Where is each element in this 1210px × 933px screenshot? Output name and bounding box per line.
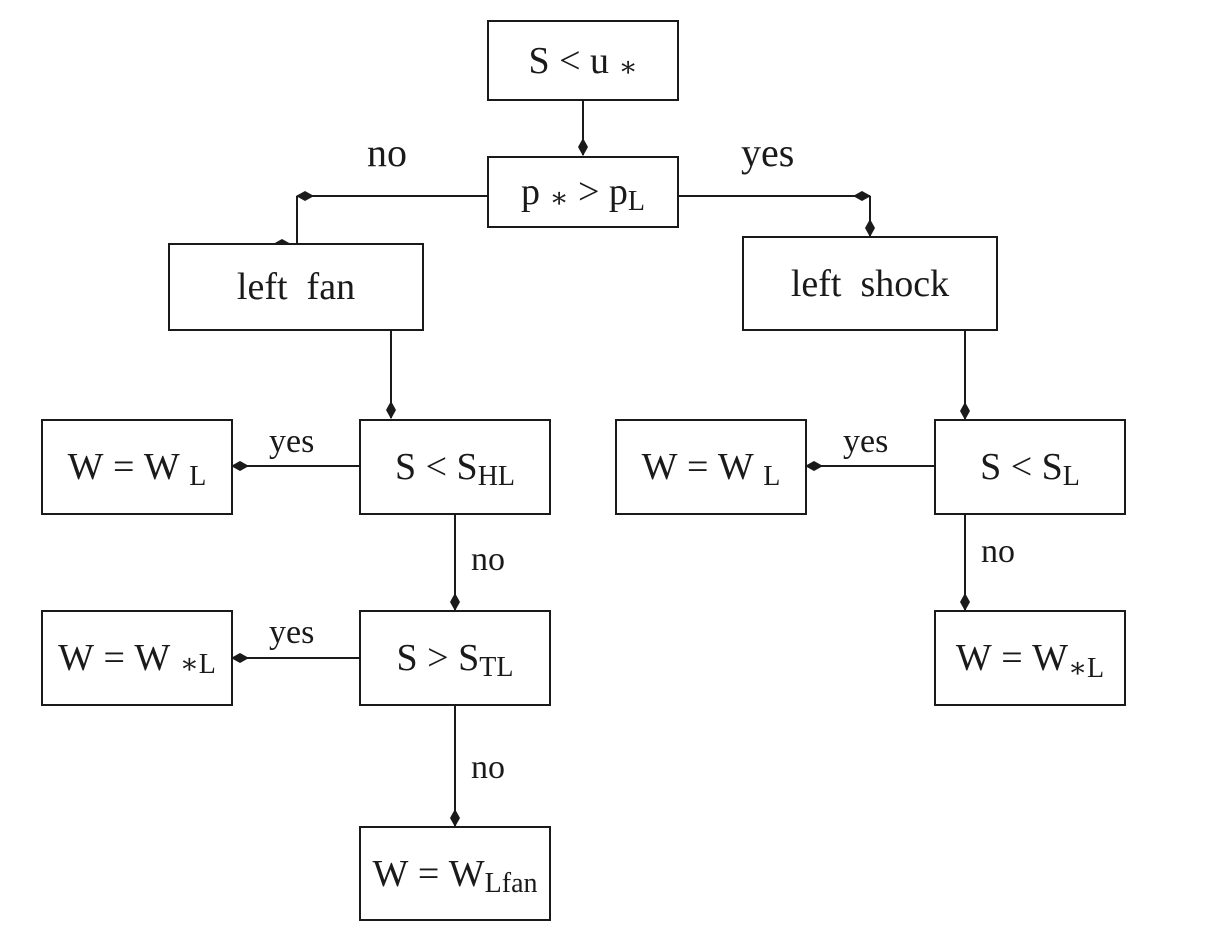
wstarl-fan-sub: ∗L [179,649,216,680]
wl-shock-lhs: W [641,446,678,488]
wstarl-fan-rhs: W [134,637,171,679]
wstarl-shock-lhs: W [955,637,992,679]
node-w-wstarl-fan: W = W ∗L [41,610,233,706]
sl-rhs: S [1041,446,1063,488]
node-w-wl-shock: W = W L [615,419,807,515]
wlfan-sub: Lfan [484,867,538,899]
edge-label-decision-yes: yes [741,130,795,175]
left-shock-label: left shock [790,262,950,305]
wstarl-fan-lhs: W [58,637,94,679]
node-left-shock: left shock [742,236,998,331]
edge-label-decision-no: no [367,130,407,175]
wl-fan-rhs: W [143,446,180,488]
wl-shock-rhs: W [717,446,754,488]
wlfan-op: = [417,852,440,895]
edge-label-shl-no: no [471,541,505,578]
edge-label-sl-yes: yes [843,423,889,460]
shl-op: < [425,446,448,488]
stl-rhs: S [458,637,480,679]
wl-fan-lhs: W [67,446,104,488]
wl-shock-op: = [686,446,709,488]
sl-sub: L [1062,461,1080,492]
wlfan-lhs: W [372,852,409,895]
decision-lhs-sub: ∗ [549,183,569,214]
wstarl-shock-sub: ∗L [1068,653,1105,684]
root-lhs: S [528,39,550,82]
decision-sub: L [627,186,646,217]
node-w-wl-fan: W = W L [41,419,233,515]
edge-label-sl-no: no [981,533,1015,570]
wl-fan-sub: L [189,461,207,492]
wstarl-fan-op: = [103,637,125,679]
wl-fan-op: = [112,446,135,488]
decision-op: > [577,171,600,213]
decision-rhs: p [608,171,628,213]
shl-sub: HL [477,461,516,492]
stl-op: > [427,637,449,679]
edge-label-shl-yes: yes [269,423,315,460]
node-w-wstarl-shock: W = W∗L [934,610,1126,706]
root-op: < [559,39,581,82]
wl-shock-sub: L [763,461,781,492]
shl-lhs: S [394,446,417,488]
node-root: S < u ∗ [487,20,679,101]
root-rhs: u [590,39,610,82]
node-left-fan: left fan [168,243,424,331]
decision-lhs: p [520,171,540,213]
edge-label-stl-no: no [471,749,505,786]
root-sub: ∗ [618,51,638,83]
sl-op: < [1010,446,1033,488]
edge-decision-left-fan [273,196,298,249]
wstarl-shock-op: = [1001,637,1023,679]
wstarl-shock-rhs: W [1032,637,1069,679]
edge-label-stl-yes: yes [269,614,315,651]
wlfan-rhs: W [448,852,485,895]
sl-lhs: S [980,446,1002,488]
left-fan-label: left fan [236,266,356,308]
shl-rhs: S [456,446,478,488]
stl-lhs: S [396,637,418,679]
stl-sub: TL [479,652,514,683]
